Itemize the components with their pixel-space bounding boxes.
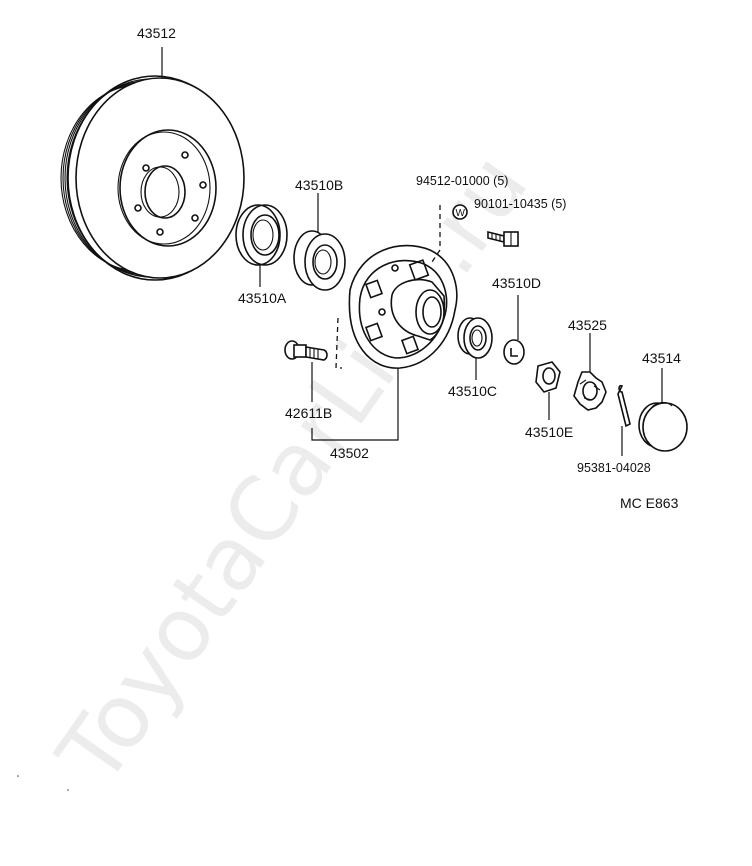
nut-lock xyxy=(573,333,607,411)
label-stud: 42611B xyxy=(285,405,332,421)
hub-assembly xyxy=(348,244,458,369)
oil-seal xyxy=(235,204,288,287)
label-cotter-pin: 95381-04028 xyxy=(577,461,651,475)
hub-stud xyxy=(284,340,328,402)
label-bearing-c: 43510C xyxy=(448,383,497,399)
scan-dot xyxy=(67,789,69,791)
label-nut-lock: 43525 xyxy=(568,317,607,333)
thrust-washer xyxy=(503,295,525,365)
washer-dash-line xyxy=(431,205,441,263)
label-hub: 43502 xyxy=(330,445,369,461)
grease-cap xyxy=(638,368,688,452)
svg-text:W: W xyxy=(456,208,466,219)
adjusting-nut xyxy=(535,361,561,420)
label-grease-cap: 43514 xyxy=(642,350,681,366)
stud-dash-line xyxy=(335,317,342,369)
cotter-pin xyxy=(617,384,631,456)
bearing-outer xyxy=(293,193,346,291)
label-bolt-part: 90101-10435 (5) xyxy=(474,197,566,211)
brake-rotor xyxy=(60,47,245,281)
label-nut-e: 43510E xyxy=(525,424,573,440)
hub-bracket-line xyxy=(311,368,399,441)
label-washer-part: 94512-01000 (5) xyxy=(416,174,508,188)
diagram-code: MC E863 xyxy=(620,495,679,511)
label-rotor: 43512 xyxy=(137,25,176,41)
scan-dot xyxy=(17,775,19,777)
hub-bolt xyxy=(487,230,519,247)
washer-w-icon: W xyxy=(452,204,468,220)
label-thrust-washer: 43510D xyxy=(492,275,541,291)
label-bearing-b: 43510B xyxy=(295,177,343,193)
label-oil-seal: 43510A xyxy=(238,290,287,306)
bearing-inner xyxy=(457,317,493,380)
